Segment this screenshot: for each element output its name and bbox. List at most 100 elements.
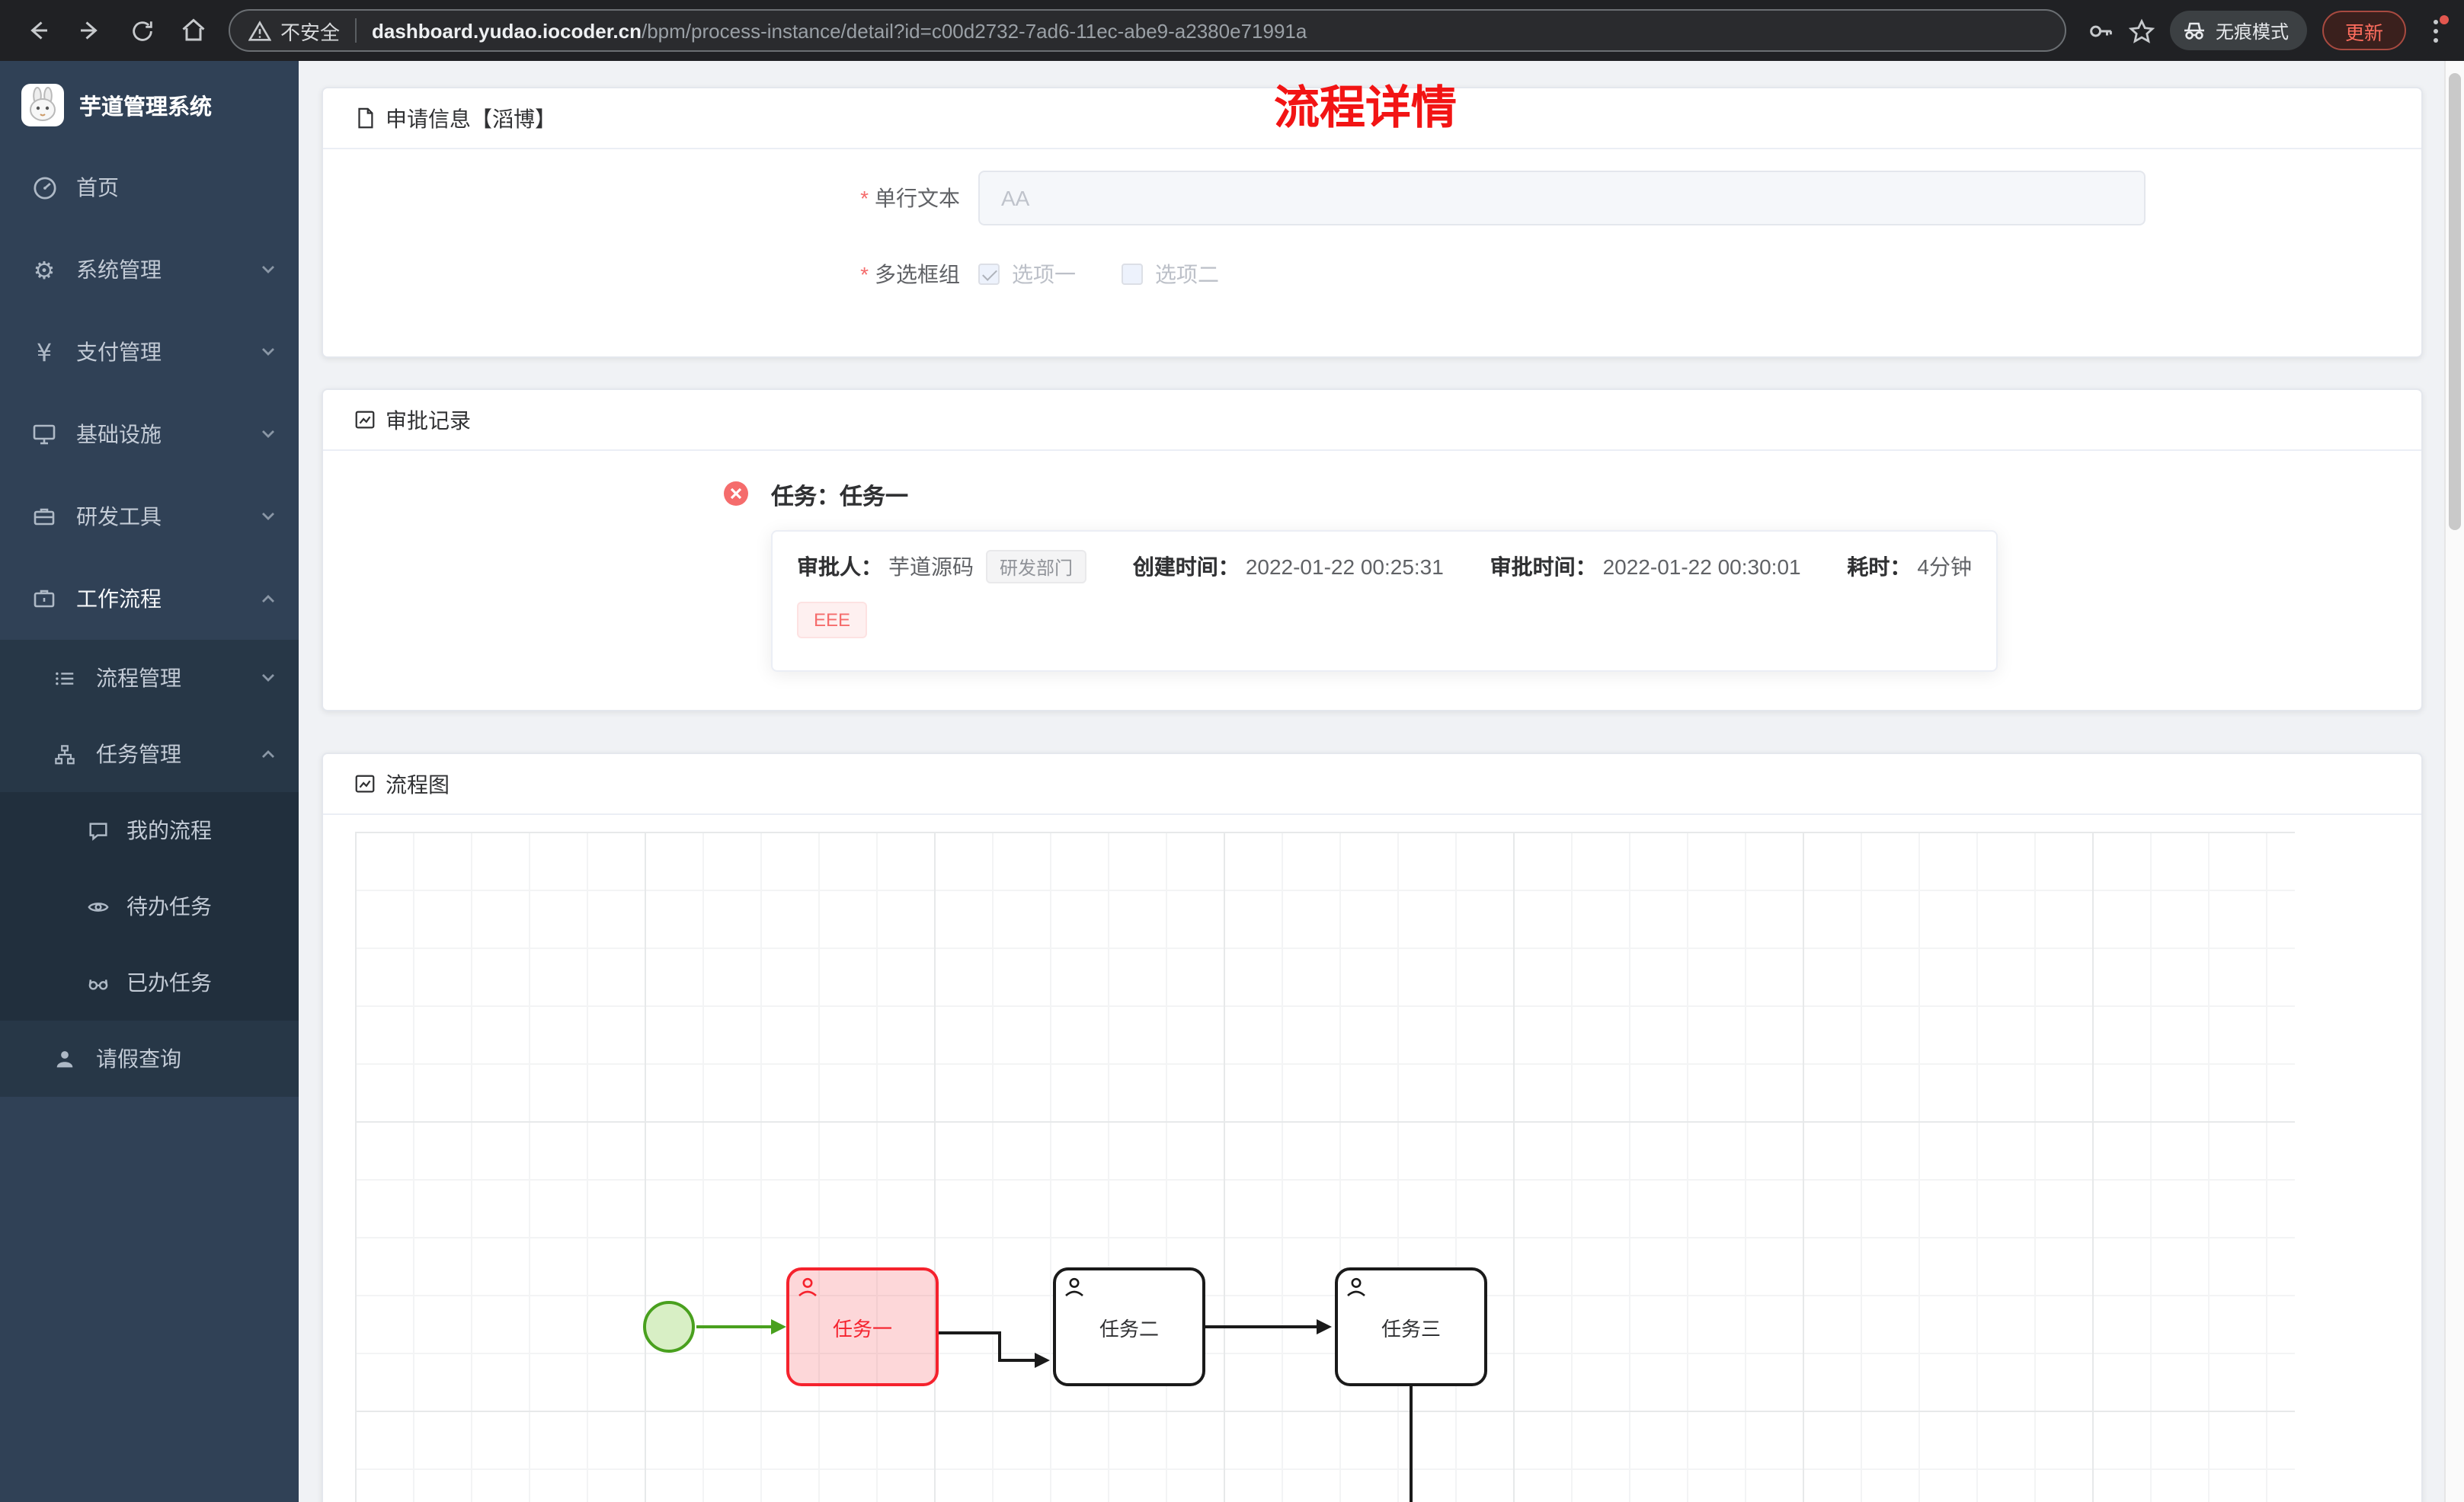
- sidebar-item-done-tasks[interactable]: 已办任务: [0, 944, 299, 1021]
- approver-label: 审批人：: [797, 554, 882, 579]
- sidebar-item-label: 任务管理: [96, 742, 181, 766]
- yen-icon: ¥: [36, 337, 53, 366]
- sidebar-item-infra[interactable]: 基础设施: [0, 393, 299, 475]
- url-path: /bpm/process-instance/detail?id=c00d2732…: [642, 19, 1307, 42]
- sidebar-item-todo-tasks[interactable]: 待办任务: [0, 868, 299, 944]
- sidebar-item-home[interactable]: 首页: [0, 146, 299, 228]
- text-field-input[interactable]: [978, 171, 2146, 225]
- incognito-icon: [2184, 22, 2204, 40]
- app-logo[interactable]: 芋道管理系统: [0, 61, 299, 134]
- sidebar-item-payment[interactable]: ¥ 支付管理: [0, 311, 299, 393]
- incognito-label: 无痕模式: [2215, 21, 2289, 42]
- text-field-label: *单行文本: [323, 183, 978, 213]
- chevron-down-icon: [259, 260, 277, 279]
- sidebar-item-label: 请假查询: [96, 1047, 181, 1071]
- approval-card-header: 审批记录: [323, 390, 2421, 451]
- approval-timeline: 任务：任务一 审批人： 芋道源码 研发部门 创建时间： 2022-01-22 0…: [323, 451, 2421, 710]
- task-node-1[interactable]: 任务一: [786, 1267, 939, 1386]
- checkbox-label: 选项二: [1155, 262, 1219, 286]
- update-button[interactable]: 更新: [2322, 11, 2406, 50]
- url-domain: dashboard.yudao.iocoder.cn: [372, 19, 642, 42]
- forward-button[interactable]: [67, 8, 113, 53]
- task-node-2[interactable]: 任务二: [1053, 1267, 1205, 1386]
- approval-record-row: 审批人： 芋道源码 研发部门 创建时间： 2022-01-22 00:25:31…: [797, 550, 1972, 583]
- person-icon: [52, 1046, 78, 1072]
- dept-tag: 研发部门: [986, 550, 1087, 583]
- chevron-down-icon: [259, 669, 277, 687]
- reload-button[interactable]: [119, 8, 165, 53]
- back-button[interactable]: [15, 8, 61, 53]
- approve-time-label: 审批时间：: [1490, 554, 1597, 579]
- task-mgmt-children: 我的流程 待办任务 已办任务: [0, 792, 299, 1021]
- workflow-submenu: 流程管理 任务管理 我的流程 待办任务: [0, 640, 299, 1097]
- password-key-icon[interactable]: [2088, 18, 2114, 43]
- checkbox-option-2[interactable]: 选项二: [1122, 259, 1219, 289]
- text-field-label-text: 单行文本: [875, 186, 960, 210]
- gear-icon: ⚙: [33, 255, 56, 284]
- checkbox-option-1[interactable]: 选项一: [978, 259, 1076, 289]
- approval-record-detail: 审批人： 芋道源码 研发部门 创建时间： 2022-01-22 00:25:31…: [771, 530, 1998, 672]
- sidebar-item-system[interactable]: ⚙ 系统管理: [0, 228, 299, 311]
- checkbox-checked-icon[interactable]: [978, 264, 1000, 285]
- form-row-checkbox: *多选框组 选项一 选项二: [323, 259, 2421, 289]
- duration-label: 耗时：: [1847, 554, 1912, 579]
- task-node-label: 任务三: [1381, 1317, 1441, 1340]
- sidebar-item-label: 研发工具: [76, 504, 162, 529]
- toolbar-right-cluster: 无痕模式 更新: [2088, 11, 2449, 50]
- sidebar-item-task-mgmt[interactable]: 任务管理: [0, 716, 299, 792]
- sidebar-item-workflow[interactable]: 工作流程: [0, 558, 299, 640]
- diagram-card-header: 流程图: [323, 754, 2421, 815]
- required-asterisk: *: [860, 186, 869, 210]
- user-task-icon: [797, 1277, 818, 1305]
- task-node-3[interactable]: 任务三: [1335, 1267, 1487, 1386]
- sidebar-item-label: 支付管理: [76, 340, 162, 364]
- sidebar-item-process-mgmt[interactable]: 流程管理: [0, 640, 299, 716]
- sidebar-item-label: 工作流程: [76, 586, 162, 611]
- approval-record-card: 审批记录 任务：任务一 审批人： 芋道源码 研发部门 创建时间： 2022-01…: [322, 388, 2423, 711]
- chevron-up-icon: [259, 745, 277, 763]
- create-time-value: 2022-01-22 00:25:31: [1245, 554, 1444, 579]
- scrollbar-track[interactable]: [2444, 61, 2464, 1502]
- sidebar-item-label: 已办任务: [126, 970, 212, 995]
- toolbox-icon: [30, 503, 58, 530]
- checkbox-label: 选项一: [1012, 262, 1076, 286]
- browser-menu-icon[interactable]: [2421, 11, 2449, 50]
- incognito-badge[interactable]: 无痕模式: [2169, 11, 2307, 50]
- approval-card-title: 审批记录: [386, 407, 471, 432]
- chat-icon: [85, 818, 110, 842]
- apply-card-header: 申请信息【滔博】: [323, 88, 2421, 149]
- address-bar[interactable]: 不安全 dashboard.yudao.iocoder.cn/bpm/proce…: [229, 9, 2066, 52]
- scrollbar-thumb[interactable]: [2449, 73, 2461, 530]
- sidebar-item-devtools[interactable]: 研发工具: [0, 475, 299, 558]
- sidebar-item-label: 待办任务: [126, 894, 212, 919]
- app-logo-rabbit-icon: [21, 84, 64, 126]
- checkbox-unchecked-icon[interactable]: [1122, 264, 1143, 285]
- user-task-icon: [1346, 1277, 1367, 1305]
- apply-form: *单行文本 *多选框组 选项一 选项二: [323, 149, 2421, 289]
- document-icon: [354, 107, 376, 129]
- apply-info-card: 申请信息【滔博】 *单行文本 *多选框组 选项一: [322, 87, 2423, 358]
- required-asterisk: *: [860, 262, 869, 286]
- sidebar-item-leave-query[interactable]: 请假查询: [0, 1021, 299, 1097]
- bookmark-star-icon[interactable]: [2128, 18, 2155, 43]
- reason-tag: EEE: [797, 602, 868, 638]
- task-title: 任务：任务一: [771, 484, 909, 510]
- app-title: 芋道管理系统: [79, 95, 212, 120]
- home-button[interactable]: [171, 8, 216, 53]
- address-divider: [355, 18, 357, 43]
- briefcase-icon: [30, 585, 58, 612]
- sidebar-item-label: 基础设施: [76, 422, 162, 446]
- record-icon: [354, 408, 376, 431]
- browser-toolbar: 不安全 dashboard.yudao.iocoder.cn/bpm/proce…: [0, 0, 2464, 61]
- sidebar-menu: 首页 ⚙ 系统管理 ¥ 支付管理 基础设施 研发工具: [0, 146, 299, 1097]
- form-row-text: *单行文本: [323, 171, 2421, 225]
- duration-value: 4分钟: [1917, 554, 1972, 579]
- sidebar-item-my-process[interactable]: 我的流程: [0, 792, 299, 868]
- url-text: dashboard.yudao.iocoder.cn/bpm/process-i…: [372, 19, 1307, 42]
- create-time-label: 创建时间：: [1132, 554, 1240, 579]
- checkbox-group-label: *多选框组: [323, 259, 978, 289]
- bpmn-canvas[interactable]: 任务一 任务二 任务三: [355, 832, 2295, 1502]
- task-node-label: 任务一: [832, 1317, 892, 1340]
- tree-icon: [52, 741, 78, 767]
